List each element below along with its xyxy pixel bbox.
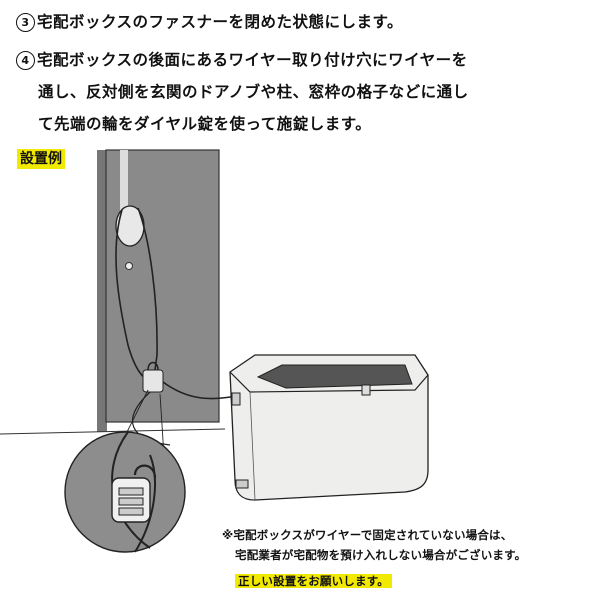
step-text: 通し、反対側を玄関のドアノブや柱、窓枠の格子などに通し (38, 83, 469, 101)
step-text: 宅配ボックスのファスナーを閉めた状態にします。 (37, 13, 403, 31)
wire (162, 381, 237, 400)
highlight-note: 正しい設置をお願いします。 (235, 573, 392, 589)
note-line: ※宅配ボックスがワイヤーで固定されていない場合は、 (222, 528, 513, 542)
step-number: 4 (16, 51, 35, 70)
wire (137, 207, 158, 371)
wire-hole (231, 392, 241, 406)
box-lid-window (256, 364, 413, 389)
step-text: 宅配ボックスの後面にあるワイヤー取り付け穴にワイヤーを (37, 51, 468, 69)
box-top-edge (229, 371, 429, 393)
keyhole (125, 262, 133, 270)
step-number: 3 (16, 13, 35, 32)
floor-line (0, 428, 226, 435)
wire (115, 209, 151, 383)
highlight-note-text: 正しい設置をお願いします。 (235, 574, 392, 588)
example-label: 設置例 (17, 149, 65, 169)
zipper-pull (361, 384, 371, 396)
note-line: 宅配業者が宅配物を預け入れしない場合がございます。 (235, 548, 527, 562)
door-frame (97, 150, 107, 432)
small-dial-lock (142, 369, 164, 393)
step-text: て先端の輪をダイヤル錠を使って施錠します。 (38, 115, 372, 133)
